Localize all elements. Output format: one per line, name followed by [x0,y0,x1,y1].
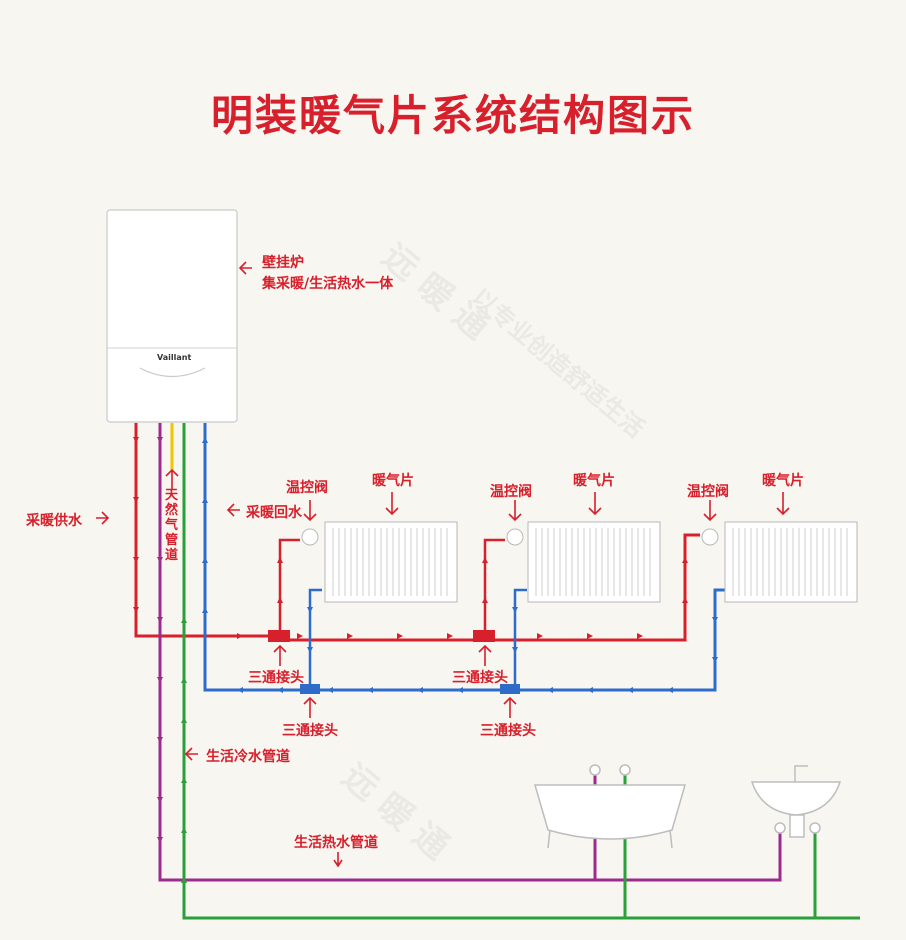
cold-water-label: 生活冷水管道 [206,749,290,765]
valve-label-3: 温控阀 [687,484,729,500]
bathtub [534,764,686,849]
heating-return-label: 采暖回水 [246,505,302,521]
boiler-brand: Vaillant [157,353,191,362]
valve-label-1: 温控阀 [286,480,328,496]
svg-text:以专业创造舒适生活: 以专业创造舒适生活 [466,283,649,443]
tee-joints [268,630,520,694]
radiator-label-3: 暖气片 [762,473,804,489]
boiler-label: 壁挂炉 [262,255,304,271]
radiator-label-2: 暖气片 [573,473,615,489]
tee-label-return-1: 三通接头 [282,723,338,739]
tee-label-supply-2: 三通接头 [452,670,508,686]
radiator-label-1: 暖气片 [372,473,414,489]
gas-pipe-label: 天然气管道 [165,488,179,563]
wash-basin [750,765,842,838]
page-title: 明装暖气片系统结构图示 [210,91,695,140]
valves [301,528,719,546]
tee-label-return-2: 三通接头 [480,723,536,739]
flow-arrows [133,437,718,883]
heating-supply-label: 采暖供水 [26,513,82,529]
tee-label-supply-1: 三通接头 [248,670,304,686]
boiler-sublabel: 集采暖/生活热水一体 [262,276,394,292]
boiler: Vaillant [106,209,238,423]
hot-water-label: 生活热水管道 [294,835,378,851]
valve-label-2: 温控阀 [490,484,532,500]
